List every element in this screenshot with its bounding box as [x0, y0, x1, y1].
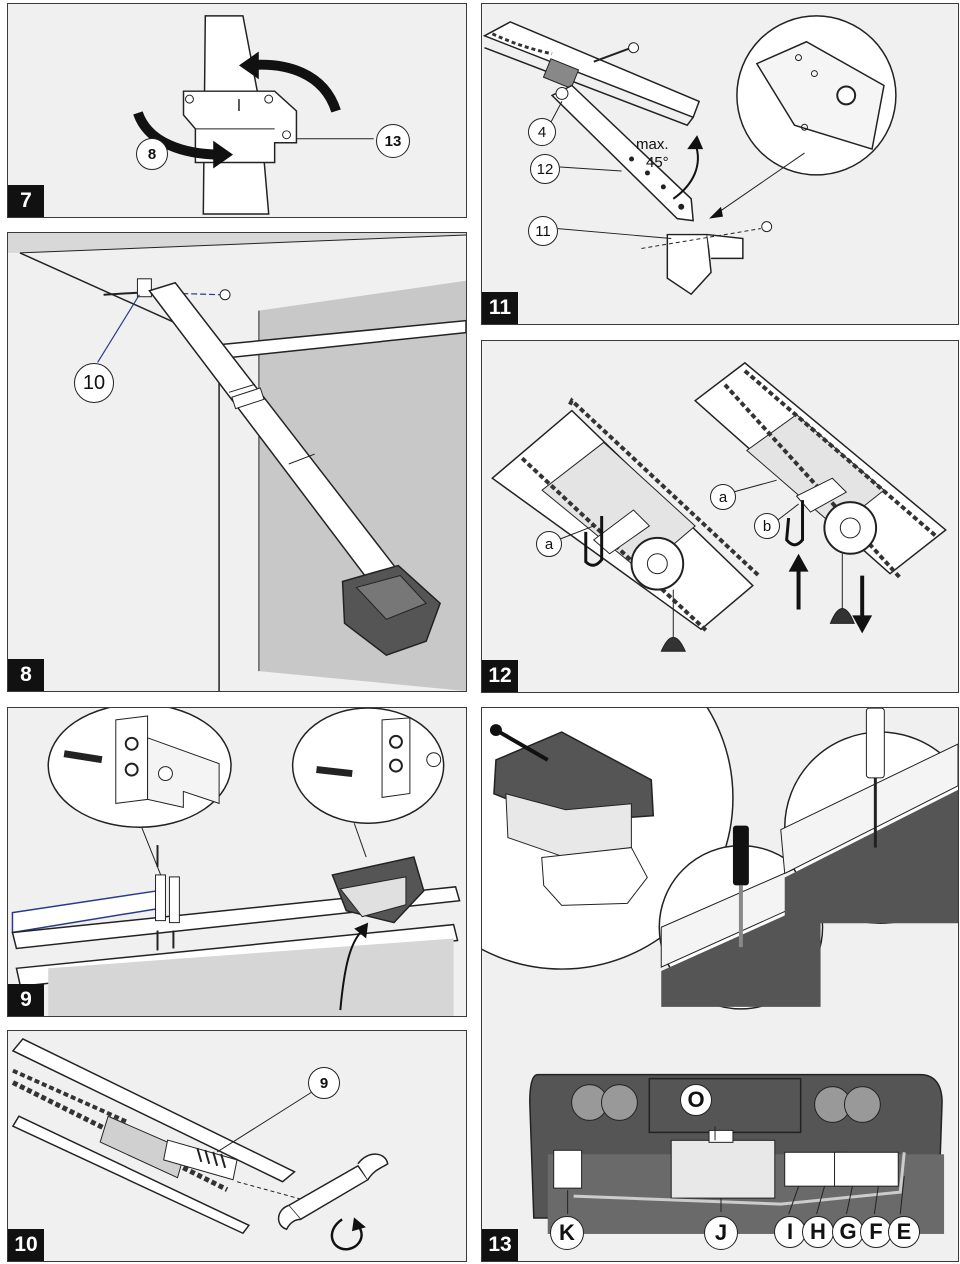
callout-I: I [774, 1216, 806, 1248]
panel-9-illustration [11, 708, 461, 1016]
callout-J: J [704, 1216, 738, 1250]
panel-number: 9 [8, 984, 44, 1016]
panel-7-illustration [133, 15, 374, 215]
panel-13: O K J I H G F E 13 [481, 707, 959, 1262]
panel-11-illustration [482, 15, 897, 296]
callout-a-right: a [710, 484, 736, 510]
panel-12: a a b 12 [481, 340, 959, 693]
panel-number: 8 [8, 659, 44, 691]
callout-b: b [754, 513, 780, 539]
callout-10: 10 [74, 363, 114, 403]
panel-number: 10 [8, 1229, 44, 1261]
callout-H: H [802, 1216, 834, 1248]
callout-8: 8 [136, 138, 168, 170]
callout-O: O [680, 1084, 712, 1116]
callout-4: 4 [528, 118, 556, 146]
panel-number: 12 [482, 660, 518, 692]
callout-11: 11 [528, 216, 558, 246]
panel-10-illustration [11, 1038, 389, 1251]
callout-F: F [860, 1216, 892, 1248]
callout-K: K [550, 1216, 584, 1250]
panel-13-illustration [482, 708, 958, 1234]
callout-a-left: a [536, 531, 562, 557]
callout-13: 13 [376, 124, 410, 158]
panel-number: 11 [482, 292, 518, 324]
panel-8-illustration [8, 233, 466, 691]
callout-G: G [832, 1216, 864, 1248]
angle-label-degrees: 45° [646, 154, 669, 171]
panel-9: 9 [7, 707, 467, 1017]
angle-label-max: max. [636, 136, 669, 153]
panel-10: 9 10 [7, 1030, 467, 1262]
callout-E: E [888, 1216, 920, 1248]
panel-number: 13 [482, 1229, 518, 1261]
callout-9: 9 [308, 1067, 340, 1099]
panel-7: 8 13 7 [7, 3, 467, 218]
panel-11: 4 12 11 max. 45° 11 [481, 3, 959, 325]
panel-12-illustration [491, 361, 947, 652]
panel-8: 10 8 [7, 232, 467, 692]
panel-number: 7 [8, 185, 44, 217]
callout-12: 12 [530, 154, 560, 184]
